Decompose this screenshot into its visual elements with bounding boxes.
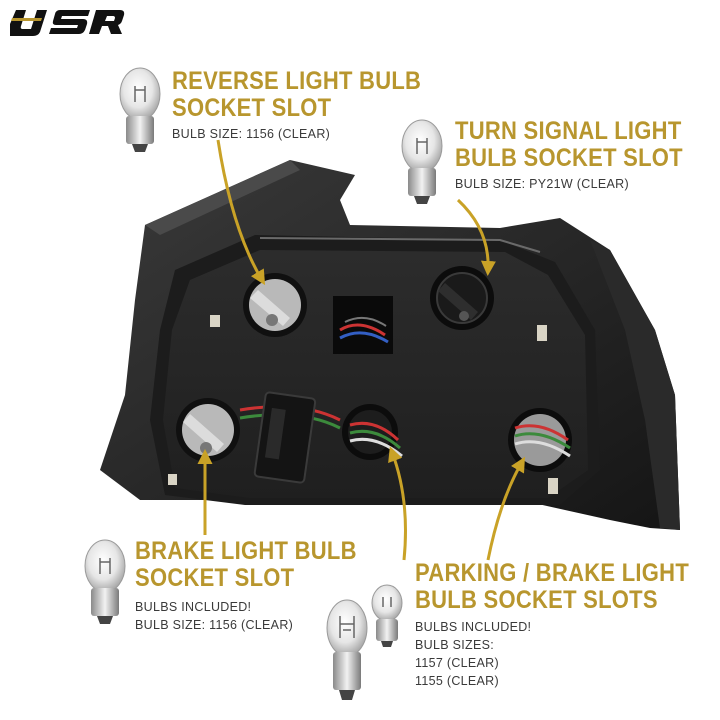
parking-title-line1: PARKING / BRAKE LIGHT bbox=[415, 559, 690, 587]
bulb-1156-reverse-icon bbox=[119, 67, 161, 152]
mounting-studs bbox=[168, 315, 558, 494]
parking-bulb-size-1155: 1155 (CLEAR) bbox=[415, 674, 499, 688]
brake-title-line1: BRAKE LIGHT BULB bbox=[135, 537, 357, 565]
parking-socket-left bbox=[342, 404, 403, 460]
reverse-bulb-size: BULB SIZE: 1156 (CLEAR) bbox=[172, 127, 331, 141]
turn-socket bbox=[430, 266, 494, 330]
parking-bulb-size-1157: 1157 (CLEAR) bbox=[415, 656, 499, 670]
wire-connector bbox=[239, 391, 341, 484]
reverse-title-line1: REVERSE LIGHT BULB bbox=[172, 67, 422, 95]
turn-arrow bbox=[456, 198, 496, 276]
reverse-arrow bbox=[216, 139, 266, 286]
parking-socket-right bbox=[508, 408, 572, 472]
parking-arrow-left bbox=[388, 446, 407, 561]
turn-title-line1: TURN SIGNAL LIGHT bbox=[455, 117, 682, 145]
parking-bulb-sizes-label: BULB SIZES: bbox=[415, 638, 495, 652]
reverse-title-line2: SOCKET SLOT bbox=[172, 94, 332, 122]
parking-bulbs-included: BULBS INCLUDED! bbox=[415, 620, 532, 634]
turn-callout: TURN SIGNAL LIGHT BULB SOCKET SLOT BULB … bbox=[455, 118, 714, 193]
turn-bulb-size: BULB SIZE: PY21W (CLEAR) bbox=[455, 177, 629, 191]
brake-title-line2: SOCKET SLOT bbox=[135, 564, 295, 592]
parking-title-line2: BULB SOCKET SLOTS bbox=[415, 586, 658, 614]
parking-callout: PARKING / BRAKE LIGHT BULB SOCKET SLOTS … bbox=[415, 560, 720, 690]
reverse-socket bbox=[243, 273, 307, 337]
parking-arrow-right bbox=[486, 456, 526, 561]
brake-callout: BRAKE LIGHT BULB SOCKET SLOT BULBS INCLU… bbox=[135, 538, 387, 634]
bulb-1157-icon bbox=[326, 599, 368, 700]
usr-logo bbox=[10, 10, 125, 36]
center-connector bbox=[333, 296, 393, 354]
bulb-1155-icon bbox=[371, 584, 403, 647]
turn-title-line2: BULB SOCKET SLOT bbox=[455, 144, 683, 172]
bulb-1156-brake-icon bbox=[84, 539, 126, 624]
callout-arrows bbox=[197, 139, 526, 561]
reverse-callout: REVERSE LIGHT BULB SOCKET SLOT BULB SIZE… bbox=[172, 68, 455, 143]
brake-bulb-size: BULB SIZE: 1156 (CLEAR) bbox=[135, 618, 294, 632]
bulb-py21w-turn-icon bbox=[401, 119, 443, 204]
brake-socket bbox=[176, 398, 240, 462]
brake-bulbs-included: BULBS INCLUDED! bbox=[135, 600, 252, 614]
